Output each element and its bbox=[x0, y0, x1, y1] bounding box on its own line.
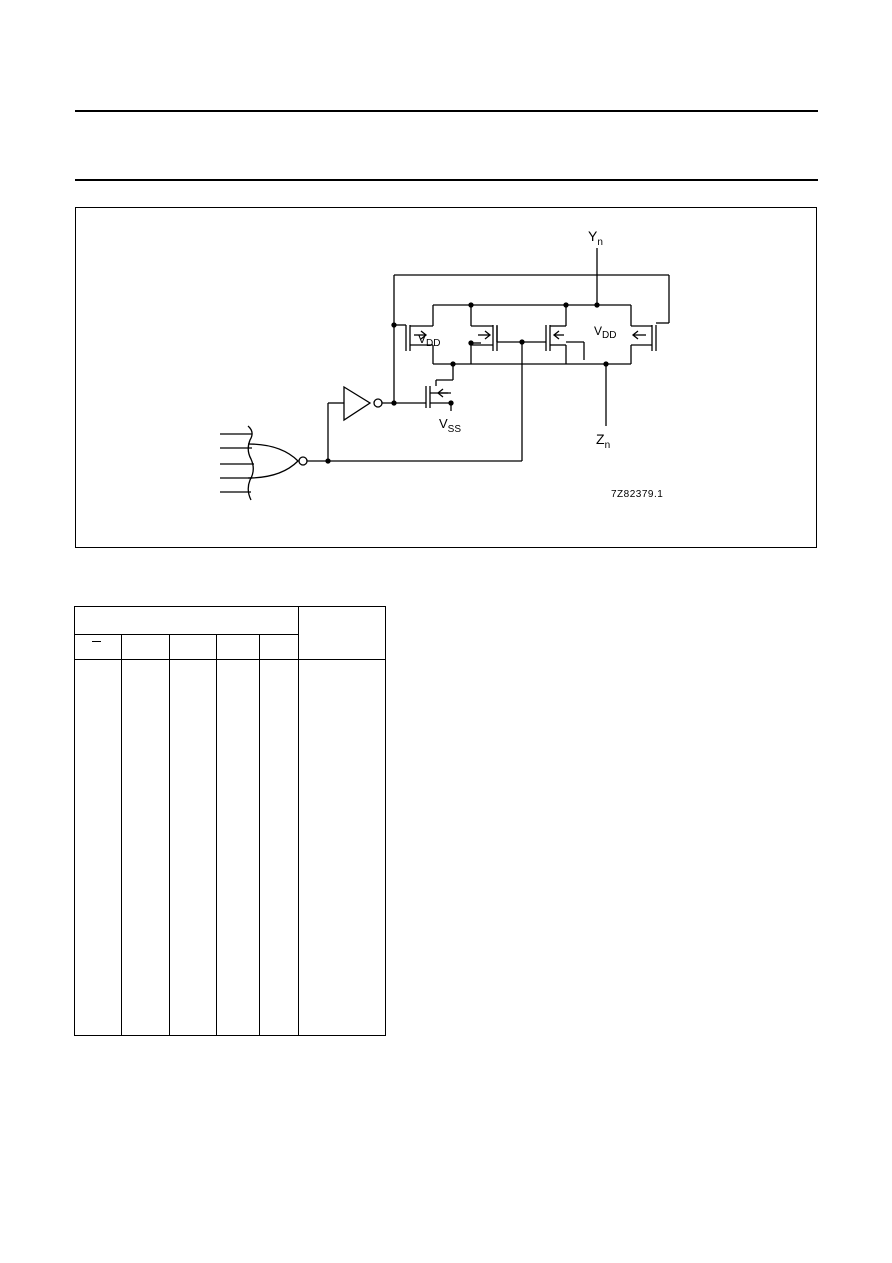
vss-label: VSS bbox=[439, 416, 461, 435]
table-cell bbox=[298, 659, 386, 1036]
table-header-output bbox=[298, 606, 386, 660]
table-cell bbox=[215, 659, 261, 1036]
table-cell bbox=[168, 659, 217, 1036]
switch-circuit-diagram: Yn Zn VDD VDD VSS 7Z82379.1 bbox=[220, 228, 670, 501]
table-body-row bbox=[74, 659, 386, 1036]
circuit-figure: Yn Zn VDD VDD VSS 7Z82379.1 bbox=[75, 207, 817, 548]
table-cell bbox=[259, 659, 300, 1036]
transmission-gate-left bbox=[405, 302, 498, 365]
nor-gate bbox=[220, 425, 308, 501]
table-column-header bbox=[259, 634, 300, 660]
inverter bbox=[343, 385, 383, 422]
vss-transistor bbox=[425, 361, 456, 411]
vdd-label-left: VDD bbox=[418, 332, 440, 349]
table-cell bbox=[120, 659, 170, 1036]
table-column-header bbox=[120, 634, 170, 660]
table-column-header bbox=[168, 634, 217, 660]
junction-dot bbox=[391, 322, 397, 328]
truth-table bbox=[73, 606, 386, 1036]
table-column-header-enable bbox=[74, 634, 122, 660]
yn-label: Yn bbox=[588, 228, 603, 248]
top-rule bbox=[75, 110, 818, 112]
table-column-header bbox=[215, 634, 261, 660]
table-header-group bbox=[73, 606, 300, 635]
zn-label: Zn bbox=[596, 431, 610, 451]
junction-dot bbox=[519, 339, 525, 345]
header-rule bbox=[75, 179, 818, 181]
overbar-mark bbox=[92, 641, 101, 642]
figure-reference-code: 7Z82379.1 bbox=[611, 489, 663, 500]
table-cell bbox=[74, 659, 122, 1036]
vdd-label-right: VDD bbox=[594, 324, 616, 341]
